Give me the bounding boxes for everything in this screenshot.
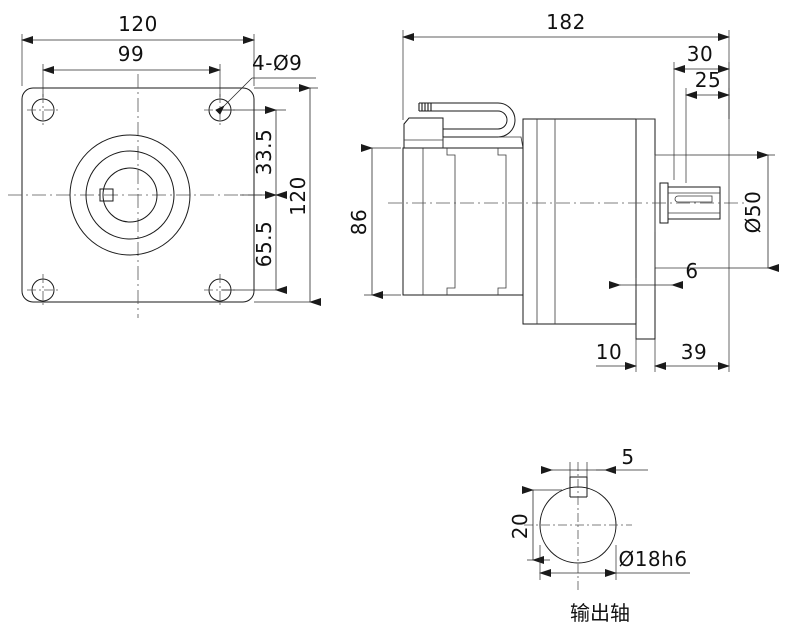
motor-body-notch-right [497,148,507,295]
dim-label-detail-5: 5 [621,445,634,469]
dim-front-65-5: 65.5 [222,191,287,294]
side-view-group: 182 30 25 86 Ø50 [347,10,779,372]
dim-label-side-height: 86 [347,209,371,235]
dim-label-front-width: 120 [118,12,158,36]
mounting-hole-top-left [27,94,59,126]
cable-outer-edge [419,102,516,138]
output-flange-outline [635,118,656,340]
dim-side-6: 6 [609,232,698,290]
motor-body-outline [402,147,524,296]
hub-middle-circle [85,150,175,240]
dim-label-side-39: 39 [681,340,707,364]
dim-front-width-120: 120 [21,12,255,86]
dim-front-bolt-99: 99 [42,42,221,97]
shaft-keyway-detail [569,476,588,497]
front-view-group: 120 99 4-Ø9 33.5 65.5 [8,12,321,318]
dim-side-30: 30 [673,42,730,180]
cable-end-hatch [418,103,432,111]
dim-label-side-6: 6 [685,259,698,283]
dim-side-10: 10 [596,324,656,372]
dim-label-front-height: 120 [286,176,310,216]
dim-side-25: 25 [685,68,730,183]
dim-label-dia50: Ø50 [741,191,765,234]
motor-body-notch-left [446,148,456,295]
dim-label-33-5: 33.5 [252,129,276,176]
connector-block [403,117,444,149]
callout-4-dia9: 4-Ø9 [215,51,316,115]
dim-label-side-10: 10 [596,340,622,364]
dim-side-length-182: 182 [402,10,730,120]
mounting-hole-bottom-left [27,274,59,306]
dim-label-side-30: 30 [687,42,713,66]
dim-detail-5: 5 [541,445,648,477]
dim-label-hole-callout: 4-Ø9 [252,51,302,75]
dim-side-dia50: Ø50 [690,151,779,272]
shaft-detail-view-group: 5 20 Ø18h6 输出轴 [508,445,690,625]
dim-side-height-86: 86 [347,144,401,299]
hub-outer-circle [69,134,191,256]
hub-keyway-slot [99,188,114,202]
dim-label-side-25: 25 [695,68,721,92]
hub-inner-circle [102,167,158,223]
dim-label-side-length: 182 [546,10,586,34]
dim-side-39: 39 [654,119,730,372]
dim-front-33-5: 33.5 [222,106,287,199]
dim-label-detail-20: 20 [508,513,532,539]
dim-label-front-bolt-spacing: 99 [118,42,144,66]
cable-routing-line [498,136,524,149]
dim-front-height-120: 120 [254,84,321,306]
shaft-keyway-side [674,195,713,203]
detail-view-caption: 输出轴 [570,601,630,625]
gearbox-barrel-outline [522,118,637,325]
dim-detail-20: 20 [508,486,562,564]
cable-inner-edge [419,110,508,130]
dim-detail-dia18: Ø18h6 [539,545,690,580]
dim-label-detail-dia18: Ø18h6 [618,547,687,571]
dim-label-65-5: 65.5 [252,221,276,268]
